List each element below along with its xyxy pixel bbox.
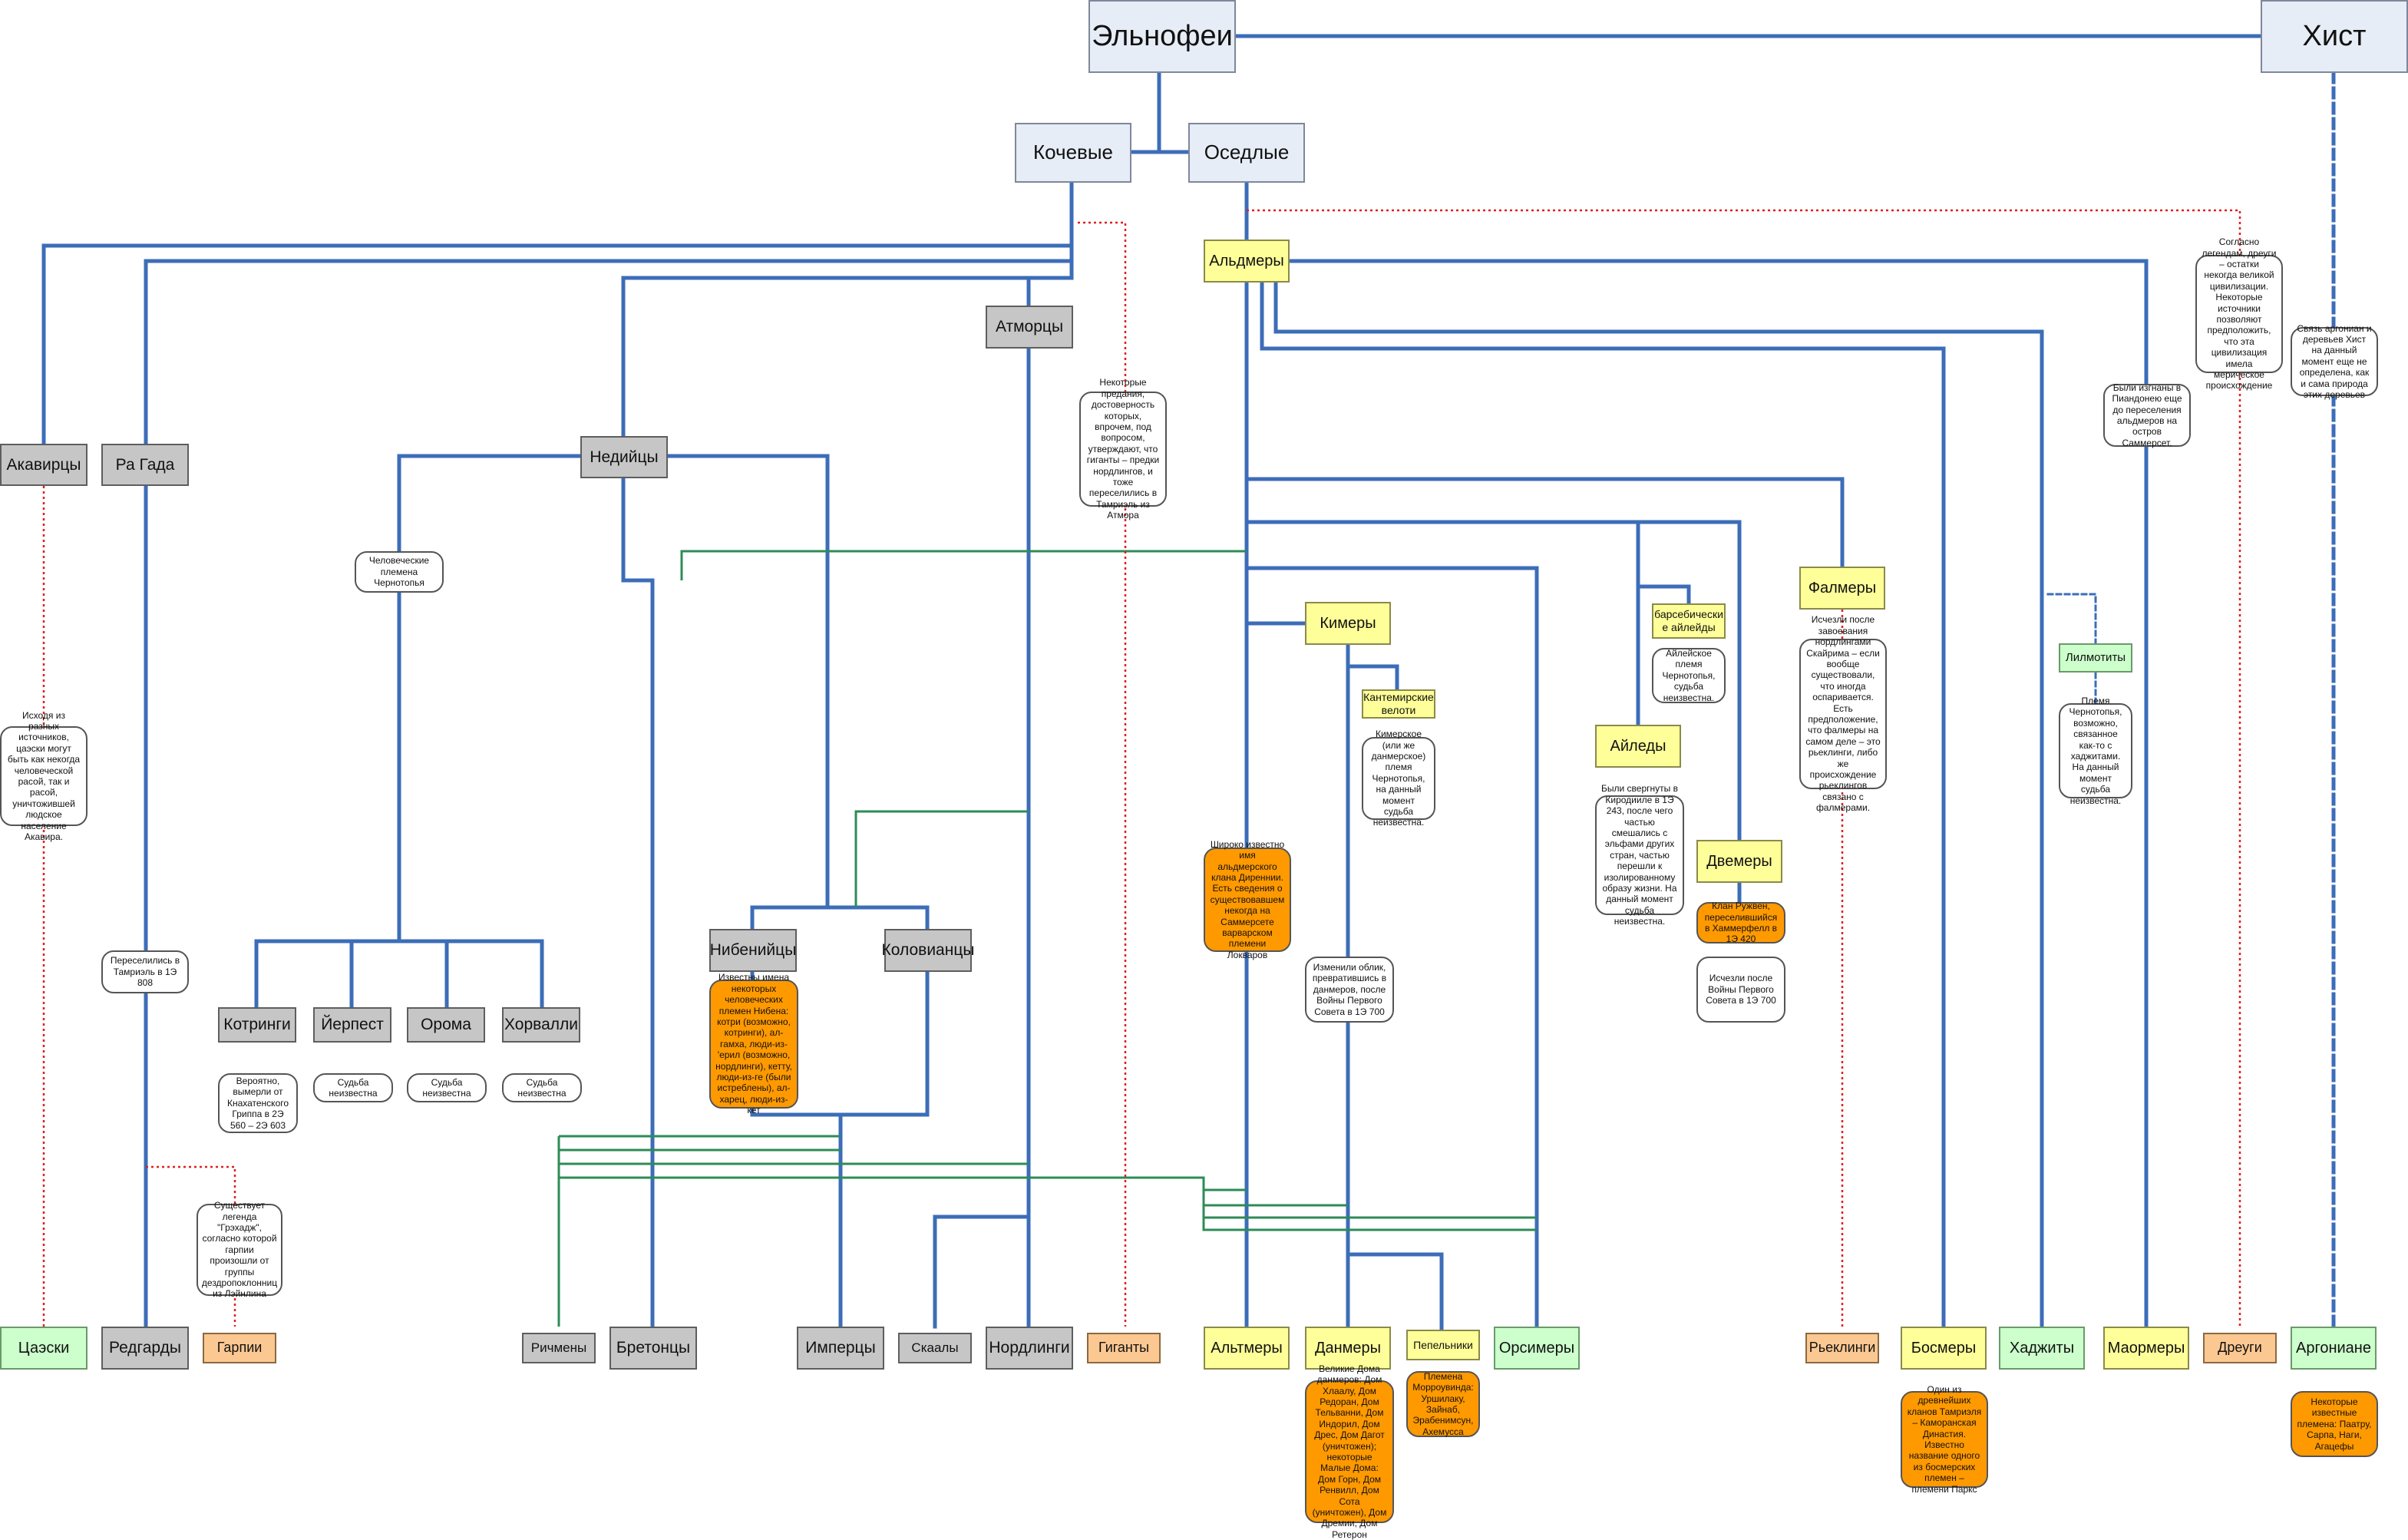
line-aldmery-falmery: [1244, 477, 1845, 569]
line-aldmery-dvemery: [1244, 520, 1742, 842]
note-giganty: Некоторые предания, достоверность которы…: [1079, 377, 1167, 520]
node-barseb: барсебически е айлейды: [1652, 603, 1726, 639]
node-impertsy: Имперцы: [797, 1327, 884, 1370]
onote-argoniane: Некоторые известные племена: Паатру, Сар…: [2291, 1391, 2378, 1457]
note-chelovecheskie: Человеческие племена Чернотопья: [355, 551, 444, 593]
note-barseb: Айлейское племя Чернотопья, судьба неизв…: [1652, 648, 1726, 703]
node-ragada: Ра Гада: [101, 444, 189, 486]
note-maormery: Были изгнаны в Пиандонею еще до переселе…: [2103, 382, 2191, 448]
node-atmortsy: Атморцы: [986, 306, 1073, 349]
node-horvalli: Хорвалли: [502, 1007, 580, 1043]
line-nediytsy-human: [397, 454, 583, 554]
node-hist: Хист: [2261, 0, 2408, 73]
line-to-ragada: [144, 259, 1074, 446]
onote-pepelniki: Племена Морроувинда: Уршилаку, Зайнаб, Э…: [1406, 1371, 1480, 1437]
note-yerpest: Судьба неизвестна: [313, 1073, 393, 1102]
line-to-nediytsy: [621, 276, 1074, 438]
line-aileidy-barseb: [1636, 584, 1691, 606]
node-nediytsy: Недийцы: [580, 436, 668, 478]
note-ragada: Переселились в Тамриэль в 1Э 808: [101, 950, 189, 993]
node-nibeniytsy: Нибенийцы: [709, 929, 797, 972]
line-to-akavirtsy: [41, 243, 1074, 446]
onote-bosmery: Один из древнейших кланов Тамриэля – Кам…: [1901, 1384, 1988, 1495]
note-oroma: Судьба неизвестна: [407, 1073, 487, 1102]
node-bosmery: Босмеры: [1901, 1327, 1987, 1370]
node-dreugi: Дреуги: [2203, 1333, 2277, 1363]
node-pepelniki: Пепельники: [1406, 1330, 1480, 1360]
note-tsaski: Исходя из разных источников, цаэски могу…: [0, 710, 88, 842]
node-osedlye: Оседлые: [1188, 123, 1305, 183]
note-horvalli: Судьба неизвестна: [502, 1073, 582, 1102]
node-tsaski: Цаэски: [0, 1327, 88, 1370]
line-nibe-kolo: [750, 905, 930, 931]
node-falmery: Фалмеры: [1799, 567, 1885, 610]
node-ryeklingi: Рьеклинги: [1805, 1333, 1879, 1363]
line-hadzhity-lilmotity: [2046, 593, 2097, 645]
node-richmeny: Ричмены: [522, 1333, 596, 1363]
node-aileidy: Айледы: [1595, 725, 1681, 768]
node-aldmery: Альдмеры: [1204, 240, 1290, 283]
node-yerpest: Йерпест: [313, 1007, 391, 1043]
node-kantem: Кантемирские велоти: [1362, 689, 1435, 719]
node-giganty: Гиганты: [1087, 1333, 1161, 1363]
node-garpii: Гарпии: [203, 1333, 276, 1363]
node-oroma: Орома: [407, 1007, 485, 1043]
onote-altmery: Широко известно имя альдмерского клана Д…: [1204, 839, 1291, 960]
node-nordlingi: Нордлинги: [986, 1327, 1073, 1370]
onote-danmery: Великие Дома данмеров: Дом Хлаалу, Дом Р…: [1305, 1363, 1394, 1540]
node-altmery: Альтмеры: [1204, 1327, 1290, 1370]
node-dvemery: Двемеры: [1696, 840, 1782, 883]
node-kimery: Кимеры: [1305, 602, 1391, 645]
lineage-lines: [41, 34, 2336, 1332]
note-hist: Связь аргониан и деревьев Хист на данный…: [2291, 323, 2378, 400]
node-lilmotity: Лилмотиты: [2059, 643, 2132, 673]
line-human-tree: [254, 589, 544, 1010]
line-danmery-pepelniki: [1346, 1252, 1444, 1332]
note-dreugi: Согласно легендам, дреуги – остатки неко…: [2195, 236, 2283, 391]
line-aldmery-hadzhity: [1273, 280, 2044, 1329]
note-aileidy: Были свергнуты в Киродииле в 1Э 243, пос…: [1595, 783, 1684, 927]
line-aldmery-bosmery: [1260, 280, 1946, 1329]
line-aldmery-orsimery: [1244, 566, 1539, 1329]
node-hadzhity: Хаджиты: [1999, 1327, 2085, 1370]
line-nediytsy-right: [664, 454, 830, 910]
line-nediytsy-breton: [621, 475, 655, 1329]
note-lilmotity: Племя Чернотопья, возможно, связанное ка…: [2059, 696, 2132, 806]
node-bretontsy: Бретонцы: [609, 1327, 697, 1370]
node-skaaly: Скаалы: [898, 1333, 972, 1363]
note-kotringi: Вероятно, вымерли от Кнахатенского Грипп…: [218, 1073, 298, 1133]
onote-dvemery: Клан Ружвен, переселившийся в Хаммерфелл…: [1696, 901, 1785, 944]
line-aldmery-maormery: [1287, 259, 2149, 1329]
node-orsimery: Орсимеры: [1494, 1327, 1580, 1370]
note-garpii: Существует легенда "Грэхадж", согласно к…: [197, 1200, 282, 1299]
intermix-lines: [557, 550, 1537, 1327]
onote-nibeniytsy: Известны имена некоторых человеческих пл…: [709, 972, 798, 1115]
note-danmery: Изменили облик, превратившись в данмеров…: [1305, 957, 1394, 1023]
line-elnofei-split: [1126, 71, 1191, 154]
node-danmery: Данмеры: [1305, 1327, 1391, 1370]
node-koloviantsy: Коловианцы: [882, 929, 974, 972]
line-kolo-down: [838, 970, 930, 1117]
line-kimery-kantem: [1346, 664, 1399, 692]
node-argoniane: Аргониане: [2291, 1327, 2377, 1370]
note-kimery: Кимерское (или же данмерское) племя Черн…: [1362, 729, 1435, 828]
note-falmery: Исчезли после завоевания нордлингами Ска…: [1799, 614, 1887, 813]
node-redgardy: Редгарды: [101, 1327, 189, 1370]
node-elnofei: Эльнофеи: [1088, 0, 1236, 73]
note-dvemery: Исчезли после Войны Первого Совета в 1Э …: [1696, 957, 1785, 1023]
node-maormery: Маормеры: [2103, 1327, 2189, 1370]
line-skaaly: [933, 1214, 1031, 1329]
node-kochevye: Кочевые: [1015, 123, 1131, 183]
node-kotringi: Котринги: [218, 1007, 296, 1043]
node-akavirtsy: Акавирцы: [0, 444, 88, 486]
